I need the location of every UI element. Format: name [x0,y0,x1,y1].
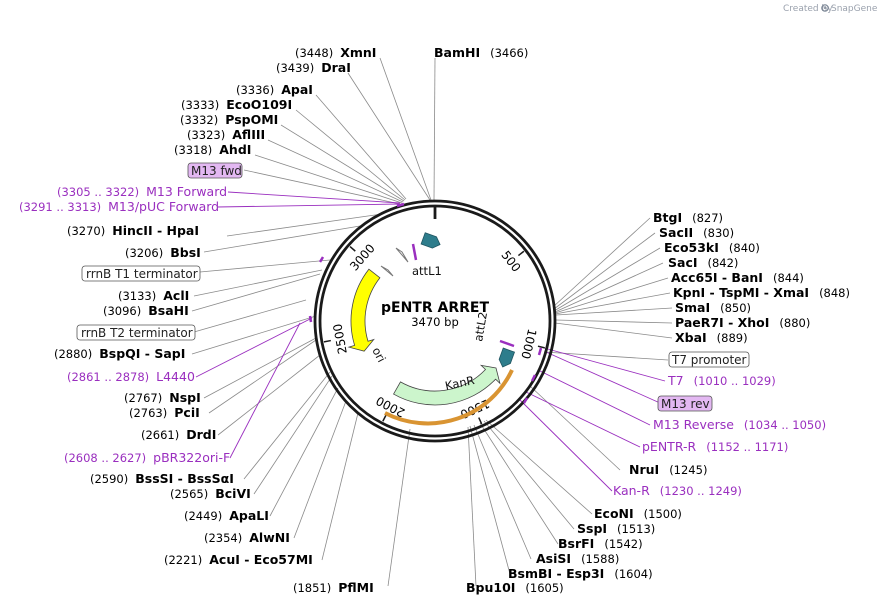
site-label-bamhi: BamHI(3466) [434,45,528,60]
tick-label: 500 [498,248,523,275]
boxed-labels: M13 fwd rrnB T1 terminator rrnB T2 termi… [76,162,750,412]
snapgene-logo-icon [821,4,829,12]
primer-label-kan-r: Kan-R(1230 .. 1249) [613,483,742,498]
right-enzyme-labels: BamHI(3466) BtgI(827) SacII(830) Eco53kI… [434,45,850,595]
site-label-bbsi: (3206)BbsI [125,245,201,260]
site-label-apali: (2449)ApaLI [184,508,269,523]
boxed-label-m13-fwd: M13 fwd [191,164,242,178]
site-label-kpni: KpnI - TspMI - XmaI(848) [673,285,850,300]
primer-leader-lines [195,191,666,492]
left-enzyme-labels: (3448)XmnI (3439)DraI (3336)ApaI (3333)E… [54,45,376,595]
tick-mark [382,414,387,422]
site-label-eco53ki: Eco53kI(840) [664,240,760,255]
primer-label-pentr-r: pENTR-R(1152 .. 1171) [642,439,788,454]
snapgene-brand: SnapGene [831,4,878,14]
rrnb-t2-box [76,324,196,341]
site-label-bpu10i: Bpu10I(1605) [466,580,564,595]
rrnb-t1-box [81,265,201,282]
site-label-bsahi: (3096)BsaHI [103,303,189,318]
tick-label: 1000 [518,327,539,360]
plasmid-name: pENTR ARRET [381,300,489,316]
site-label-apai: (3336)ApaI [236,82,313,97]
feature-label-kanr: KanR [444,373,476,393]
site-label-afliii: (3323)AflIII [187,127,265,142]
site-label-psppomi: (3332)PspOMI [180,112,278,127]
feature-label-attl1: attL1 [412,264,442,278]
site-label-bsrfi: BsrFI(1542) [558,536,643,551]
boxed-label-m13-rev: M13 rev [661,397,710,411]
site-label-acui: (2221)AcuI - Eco57MI [164,552,313,567]
site-label-xbai: XbaI(889) [675,330,748,345]
boxed-label-rrnb-t1: rrnB T1 terminator [86,267,198,281]
site-label-bsssi: (2590)BssSI - BssSαI [90,471,234,486]
site-label-pflmi: (1851)PflMI [293,580,374,595]
site-label-btgi: BtgI(827) [653,210,723,225]
site-label-drdi: (2661)DrdI [141,427,216,442]
boxed-label-rrnb-t2: rrnB T2 terminator [81,326,193,340]
tick-label: 3000 [347,241,378,273]
feature-label-attl2: attL2 [471,311,490,343]
feature-arrow-ori [347,268,381,352]
site-label-drai: (3439)DraI [276,60,351,75]
site-label-nrui: NruI(1245) [629,462,707,477]
terminator-arrows [380,247,409,277]
leader-lines [191,57,673,587]
site-label-bsmbi: BsmBI - Esp3I(1604) [508,566,653,581]
primer-labels: (3305 .. 3322)M13 Forward (3291 .. 3313)… [19,184,826,498]
site-label-ecoo109i: (3333)EcoO109I [181,97,292,112]
site-label-nspi: (2767)NspI [124,390,201,405]
plasmid-length: 3470 bp [411,315,459,329]
site-label-xmni: (3448)XmnI [295,45,376,60]
site-label-hincii-hpai: (3270)HincII - HpaI [67,223,199,238]
primer-label-l4440: (2861 .. 2878)L4440 [67,369,195,384]
site-label-acc65i: Acc65I - BanI(844) [671,270,804,285]
feature-arrow-attl2 [498,347,516,368]
site-label-bspqi-sapi: (2880)BspQI - SapI [54,346,185,361]
primer-label-m13-reverse: M13 Reverse(1034 .. 1050) [653,417,826,432]
feature-label-ori: ori [369,345,388,365]
m13-rev-box [657,395,713,412]
site-label-alwni: (2354)AlwNI [204,530,290,545]
feature-arrows [347,232,516,406]
tick-mark [323,339,331,343]
site-label-ahdi: (3318)AhdI [174,142,251,157]
t7-promoter-box [668,351,750,368]
primer-binding-marks [308,202,543,404]
site-label-pcii: (2763)PciI [129,405,200,420]
tick-mark [478,417,483,425]
feature-arrow-kanr [393,364,501,406]
feature-arrow-attl1 [420,232,441,249]
boxed-label-t7-promoter: T7 promoter [671,353,747,367]
created-by-text: Created by [783,4,833,14]
primer-label-m13-forward: (3305 .. 3322)M13 Forward [57,184,227,199]
primer-label-m13-puc-forward: (3291 .. 3313)M13/pUC Forward [19,199,219,214]
site-label-acli: (3133)AclI [118,288,189,303]
site-label-sspi: SspI(1513) [577,521,655,536]
site-label-saci: SacI(842) [668,255,738,270]
m13-fwd-box [187,162,243,179]
kan-primer-band [384,369,514,426]
site-label-smai: SmaI(850) [675,300,751,315]
site-label-asisi: AsiSI(1588) [536,551,619,566]
primer-label-pbr322ori-f: (2608 .. 2627)pBR322ori-F [64,450,230,465]
tick-mark [537,345,545,349]
site-label-econi: EcoNI(1500) [594,506,682,521]
tick-mark [349,245,356,252]
tick-mark [517,250,525,257]
primer-label-t7: T7(1010 .. 1029) [667,373,776,388]
site-label-paer7i: PaeR7I - XhoI(880) [675,315,810,330]
site-label-sacii: SacII(830) [659,225,734,240]
site-label-bcivi: (2565)BciVI [170,486,251,501]
tick-label: 2500 [330,323,349,356]
